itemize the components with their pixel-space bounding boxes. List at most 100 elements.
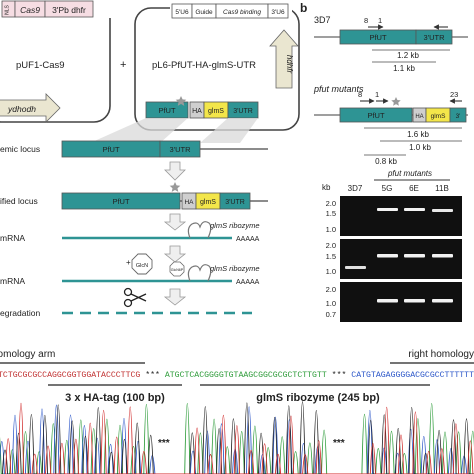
mrna-intact: mRNA glmS ribozyme AAAAA (0, 221, 260, 243)
recombination-shading (90, 118, 258, 143)
mutant-glms-label: glmS (431, 113, 446, 120)
plasmid-cas9: NLS Cas9 3'Pb dhfr pUF1-Cas9 ydhodh (0, 0, 114, 123)
glms-ribozyme-label: glmS ribozyme (245 bp) (256, 392, 380, 404)
left-homology-label: homology arm (0, 349, 55, 360)
glcn6p-octagon-icon (169, 261, 185, 277)
edit-arrow (164, 161, 186, 192)
polya-label-2: AAAAA (236, 279, 260, 286)
modified-utr-label: 3'UTR (225, 199, 245, 206)
wt-primer-8: 8 (364, 16, 368, 25)
plasmid-cas9-name: pUF1-Cas9 (16, 60, 65, 71)
seq-break-2: *** (327, 371, 352, 380)
gel-band (404, 208, 425, 211)
glcn6p-label: GlcN6P (171, 268, 184, 272)
glcn-plus: + (126, 258, 131, 267)
gel-figure: kb pfut mutants 3D7 5G 6E 11B 2.0 1.5 1.… (322, 169, 462, 322)
insert-glms-label: glmS (208, 108, 224, 115)
mutant-genotype: pfut mutants 8 1 23 PfUT HA glmS 3' 1.6 … (313, 84, 468, 166)
sequence-text: TCTGCGCGCCAGGCGGTGGATACCCTTCG *** ATGCTC… (0, 371, 474, 380)
endogenous-locus: emic locus PfUT 3'UTR (0, 140, 268, 158)
wt-genotype: 3D7 8 1 PfUT 3'UTR 1.2 kb 1.1 kb (314, 15, 468, 73)
seq-segment-2: ATGCTCACGGGGTGTAAGCGGCGCGCTCTTGTT (165, 371, 327, 380)
ydhodh-label: ydhodh (7, 104, 36, 114)
sequencing-panel: homology arm right homology TCTGCGCGCCAG… (0, 349, 474, 474)
degradation-arrow (163, 288, 187, 306)
chromatogram (0, 401, 474, 474)
u6-5-label: 5'U6 (175, 9, 189, 16)
degradation-row: egradation (0, 308, 252, 318)
gel-p3-marker-2: 1.0 (326, 299, 336, 308)
transcription-arrow (163, 213, 187, 231)
gel-p2-marker-3: 1.0 (326, 267, 336, 276)
hdhfr-arrow (269, 29, 299, 89)
mrna-label-2: mRNA (0, 276, 25, 286)
cas9-binding-label: Cas9 binding (223, 9, 261, 16)
mrna-cleaving: mRNA GlcN6P glmS ribozyme AAAAA (0, 261, 260, 286)
gel-group-label: pfut mutants (387, 169, 432, 178)
nls-label: NLS (5, 4, 11, 14)
mutant-star-icon (391, 97, 401, 106)
gel-p1-marker-3: 1.0 (326, 225, 336, 234)
mutant-primer-23: 23 (450, 90, 458, 99)
gel-panel-2 (340, 239, 462, 279)
insert-utr-label: 3'UTR (233, 108, 253, 115)
modified-locus: ified locus PfUT HA glmS 3'UTR (0, 192, 268, 210)
u6-3-box (267, 3, 289, 19)
gel-p2-marker-2: 1.5 (326, 252, 336, 261)
gel-band (404, 254, 425, 258)
mutant-utr-label: 3' (456, 113, 461, 120)
chromatogram-break-1: *** (158, 438, 170, 449)
ydhodh-arrow (0, 93, 61, 123)
right-homology-label: right homology (408, 349, 474, 360)
wt-primer-1: 1 (378, 16, 382, 25)
panel-b-letter: b (300, 1, 307, 15)
dhfr-utr-box (44, 0, 94, 18)
seq-segment-3: CATGTAGAGGGGACGCGCCTTTTTT (351, 371, 474, 380)
mutant-amplicon-1: 1.6 kb (407, 130, 429, 139)
glcn-label: GlcN (136, 263, 148, 269)
gel-lane-6e: 6E (409, 184, 419, 193)
ribozyme-label-2: glmS ribozyme (210, 264, 260, 273)
gel-band (432, 209, 453, 212)
mutant-ha-label: HA (415, 114, 423, 120)
gel-kb-label: kb (322, 183, 331, 192)
star-icon (169, 182, 181, 192)
ribozyme-fold-icon-2 (187, 264, 212, 282)
plasmid-donor-name: pL6-PfUT-HA-glmS-UTR (152, 60, 256, 71)
mrna-label-1: mRNA (0, 233, 25, 243)
gel-panel-1 (340, 196, 462, 236)
endogenous-utr-label: 3'UTR (169, 145, 191, 154)
polya-label-1: AAAAA (236, 236, 260, 243)
mutant-amplicon-2: 1.0 kb (409, 143, 431, 152)
mutation-star-icon (175, 96, 187, 106)
gel-p3-marker-1: 2.0 (326, 285, 336, 294)
gel-band (432, 254, 453, 258)
gel-band (377, 254, 398, 258)
modified-locus-label: ified locus (0, 196, 38, 206)
ribozyme-fold-icon (187, 221, 212, 239)
insert-ha-label: HA (192, 108, 202, 115)
wt-utr-label: 3'UTR (423, 33, 445, 42)
wt-strain-label: 3D7 (314, 15, 331, 25)
gel-band (345, 266, 366, 269)
gel-p1-marker-1: 2.0 (326, 199, 336, 208)
degradation-label: egradation (0, 308, 40, 318)
mutant-strain-label: pfut mutants (313, 84, 364, 94)
seq-segment-1: TCTGCGCGCCAGGCGGTGGATACCCTTCG (0, 371, 140, 380)
mutant-primer-1: 1 (375, 90, 379, 99)
gel-p1-marker-2: 1.5 (326, 209, 336, 218)
mutant-amplicon-3: 0.8 kb (375, 157, 397, 166)
endogenous-locus-label: emic locus (0, 144, 40, 154)
gel-p2-marker-1: 2.0 (326, 241, 336, 250)
wt-pfut-label: PfUT (369, 33, 387, 42)
ha-tag-label: 3 x HA-tag (100 bp) (65, 392, 165, 404)
wt-amplicon-2: 1.1 kb (393, 64, 415, 73)
mutant-primer-8: 8 (358, 90, 362, 99)
hdhfr-label: hdhfr (285, 55, 294, 74)
wt-amplicon-1: 1.2 kb (397, 51, 419, 60)
plasmid-donor: 5'U6 Guide Cas9 binding 3'U6 pL6-PfUT-HA… (134, 3, 300, 131)
gel-band (377, 299, 398, 303)
seq-break-1: *** (140, 371, 165, 380)
gel-lane-5g: 5G (382, 184, 393, 193)
